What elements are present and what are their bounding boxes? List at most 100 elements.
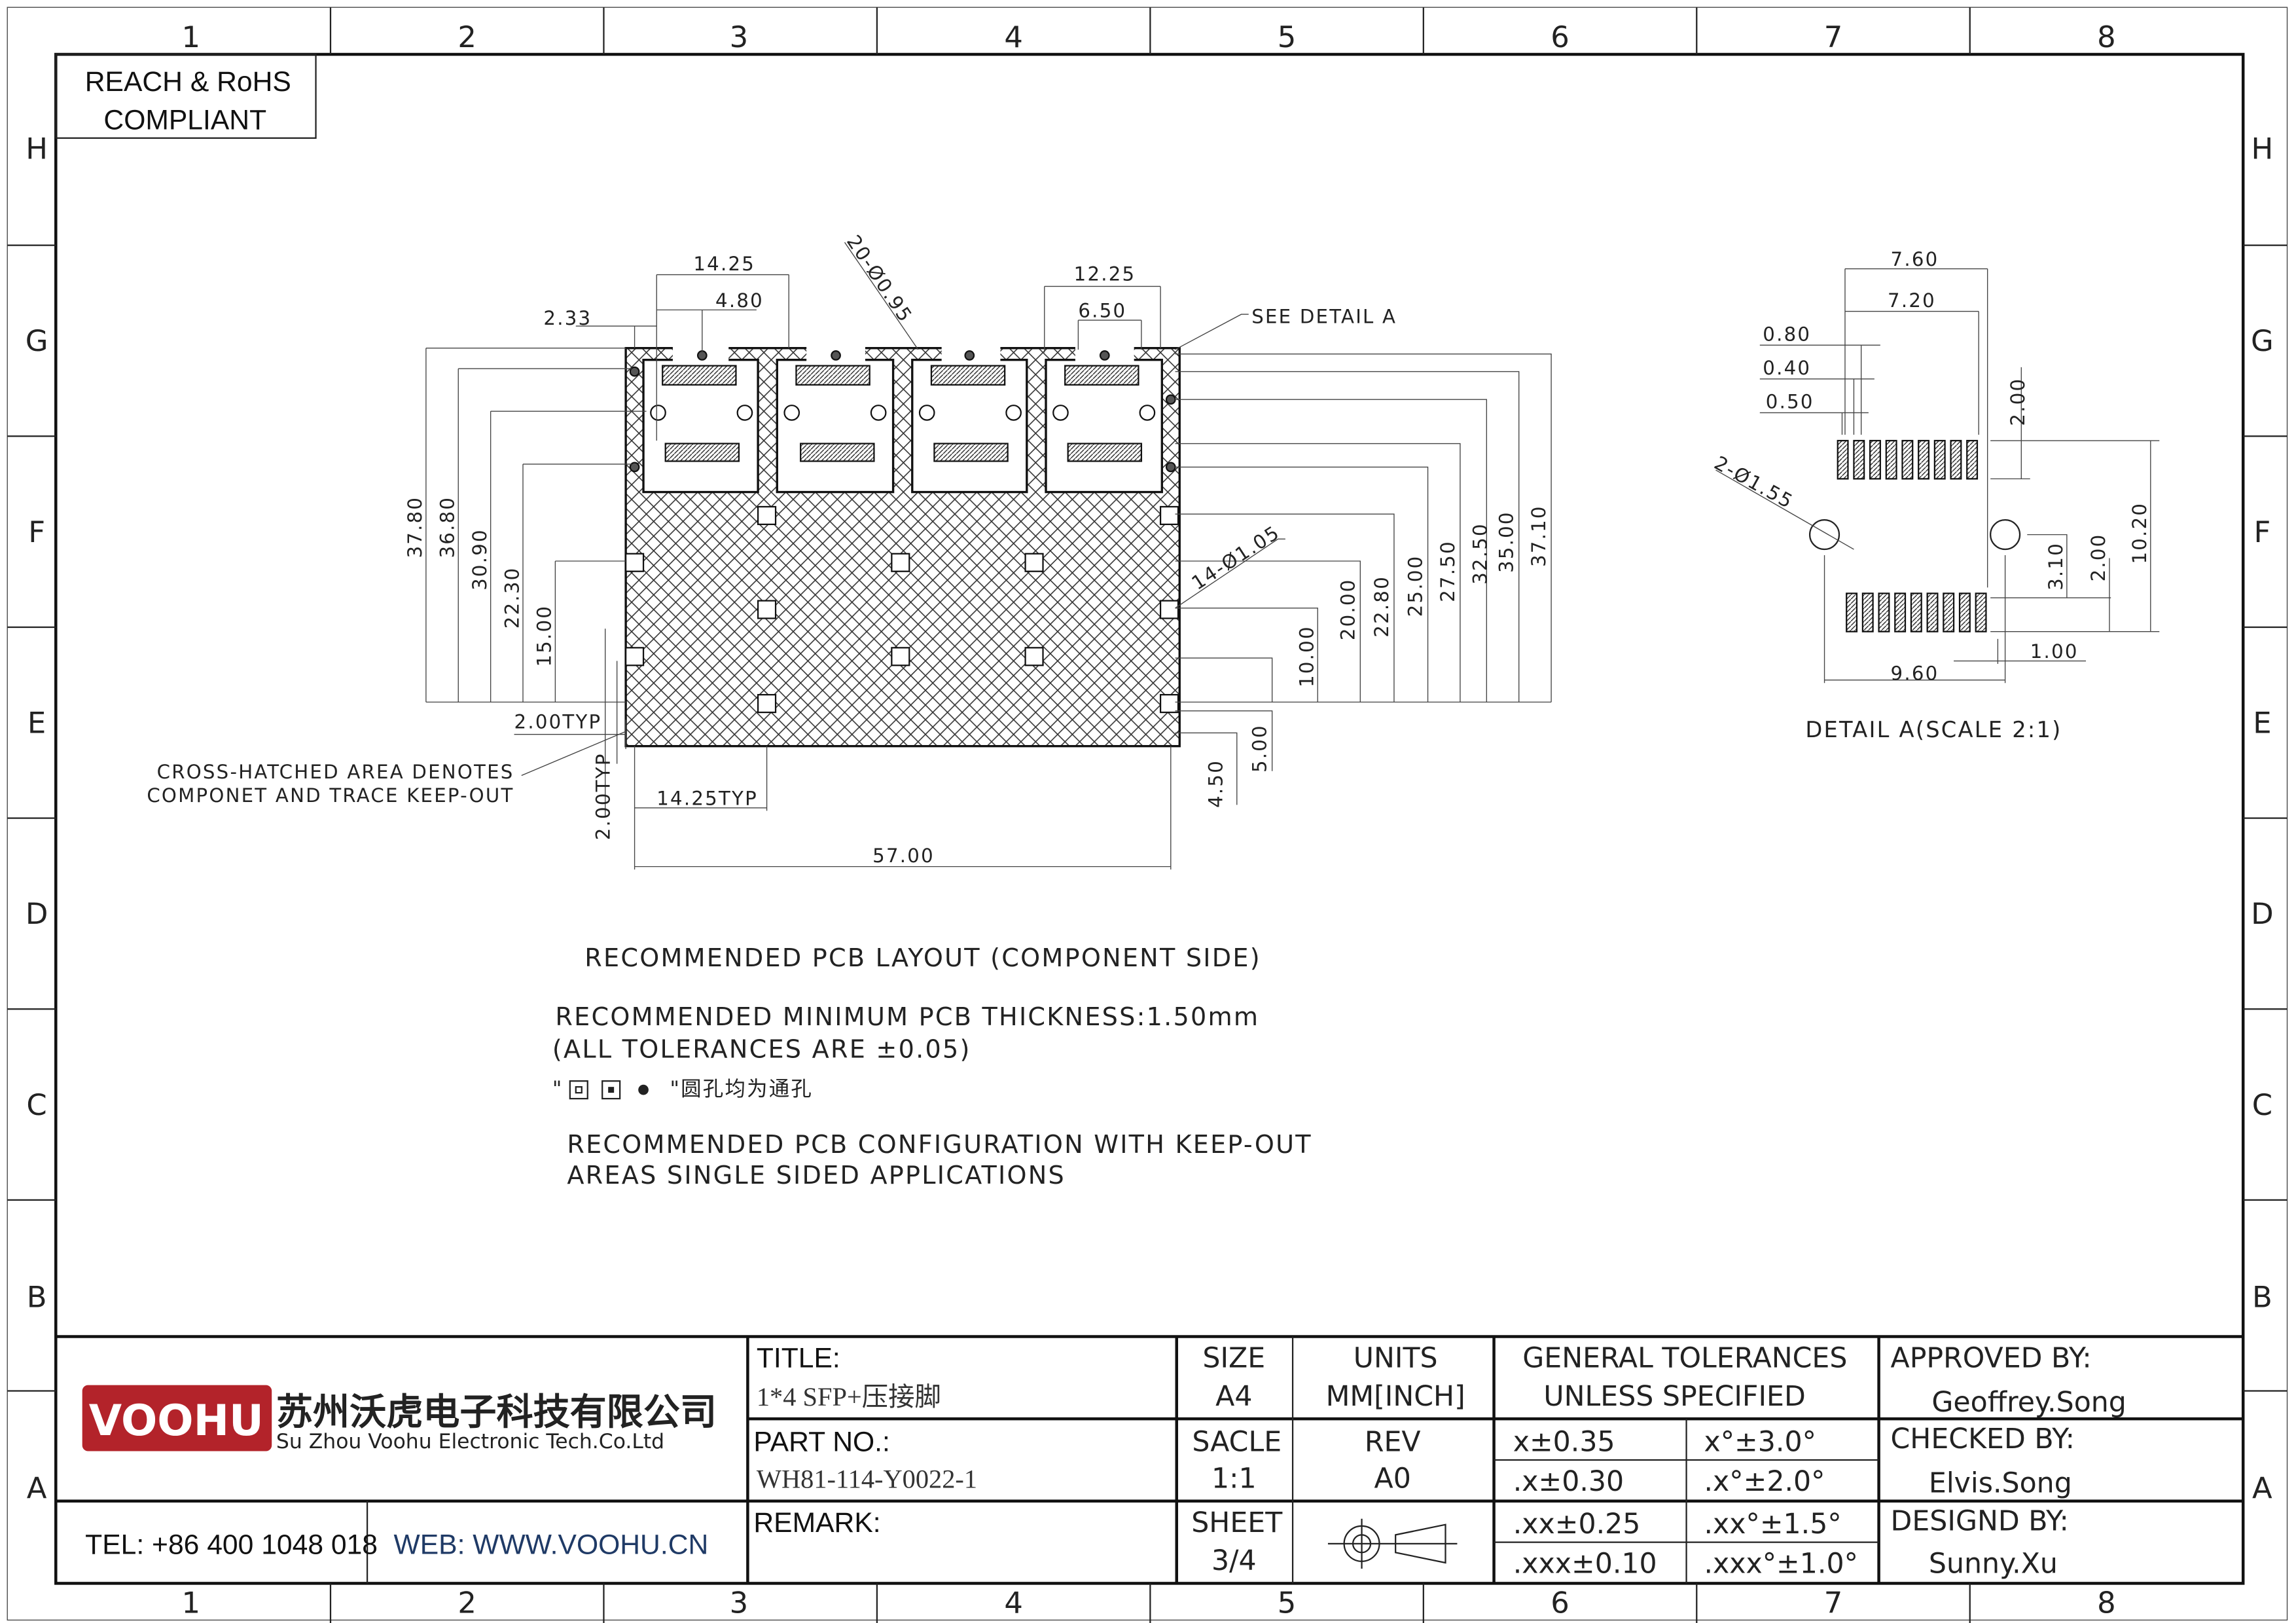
detail-dim: 0.80 bbox=[1763, 323, 1811, 345]
sheet-label: SHEET bbox=[1191, 1506, 1283, 1539]
zone-col-bottom: 5 bbox=[1278, 1585, 1297, 1620]
designed-value: Sunny.Xu bbox=[1929, 1548, 2058, 1580]
zone-col-bottom: 3 bbox=[730, 1585, 749, 1620]
zone-grid bbox=[7, 7, 2287, 1623]
part-label: PART NO.: bbox=[753, 1427, 889, 1458]
dim-right: 20.00 bbox=[1336, 578, 1359, 640]
zone-row-left: A bbox=[27, 1470, 47, 1505]
dim-4-50: 4.50 bbox=[1204, 759, 1227, 808]
projection-symbol-icon bbox=[1327, 1518, 1458, 1569]
dim-left: 15.00 bbox=[533, 605, 556, 667]
approved-value: Geoffrey.Song bbox=[1931, 1386, 2126, 1419]
remark-label: REMARK: bbox=[753, 1507, 880, 1539]
compliance-line2: COMPLIANT bbox=[103, 104, 266, 136]
tolerance-cell: .x±0.30 bbox=[1513, 1465, 1624, 1498]
rev-value: A0 bbox=[1374, 1463, 1411, 1495]
detail-dim: 3.10 bbox=[2045, 542, 2067, 591]
gt-line1: GENERAL TOLERANCES bbox=[1522, 1342, 1847, 1375]
web-link[interactable]: WEB: WWW.VOOHU.CN bbox=[393, 1529, 708, 1561]
dim-4-80: 4.80 bbox=[715, 289, 764, 312]
detail-dim: 0.50 bbox=[1766, 391, 1814, 413]
dim-left: 22.30 bbox=[501, 567, 523, 629]
compliance-line1: REACH & RoHS bbox=[85, 66, 291, 98]
dim-right: 32.50 bbox=[1469, 522, 1491, 585]
dim-right: 35.00 bbox=[1496, 511, 1518, 573]
detail-dim: 7.60 bbox=[1891, 248, 1939, 270]
tolerance-cell: .xx°±1.5° bbox=[1704, 1508, 1842, 1541]
scale-value: 1:1 bbox=[1211, 1463, 1257, 1495]
tolerance-cell: .xx±0.25 bbox=[1513, 1508, 1641, 1541]
dim-holes-105: 14-Ø1.05 bbox=[1187, 521, 1283, 594]
detail-hole-left bbox=[1808, 519, 1840, 551]
see-detail-a: SEE DETAIL A bbox=[1251, 306, 1397, 328]
thickness-note: RECOMMENDED MINIMUM PCB THICKNESS:1.50mm bbox=[555, 1002, 1259, 1031]
detail-a-caption: DETAIL A(SCALE 2:1) bbox=[1805, 717, 2062, 742]
units-value: MM[INCH] bbox=[1326, 1380, 1465, 1413]
detail-dim: 10.20 bbox=[2128, 502, 2151, 564]
square-pads bbox=[624, 505, 1179, 714]
detail-dim: 0.40 bbox=[1763, 357, 1811, 379]
filled-pad-symbol bbox=[601, 1080, 621, 1100]
size-value: A4 bbox=[1215, 1380, 1252, 1413]
zone-col-bottom: 2 bbox=[457, 1585, 476, 1620]
tolerance-cell: .xxx±0.10 bbox=[1513, 1548, 1657, 1580]
designed-label: DESIGND BY: bbox=[1891, 1505, 2069, 1538]
zone-col-top: 5 bbox=[1278, 20, 1297, 54]
dim-6-50: 6.50 bbox=[1078, 300, 1126, 322]
zone-col-bottom: 1 bbox=[181, 1585, 200, 1620]
zone-row-right: C bbox=[2252, 1087, 2272, 1122]
zone-col-bottom: 8 bbox=[2097, 1585, 2116, 1620]
press-fit-pads bbox=[662, 365, 1143, 462]
detail-dim: 2.00 bbox=[2087, 534, 2109, 582]
detail-a-view: 7.60 7.20 0.80 0.40 0.50 2-Ø1.55 2.00 3.… bbox=[1711, 248, 2160, 742]
detail-dim: 9.60 bbox=[1891, 663, 1939, 685]
detail-dim: 1.00 bbox=[2030, 640, 2079, 663]
filled-pad-symbol-inner bbox=[608, 1087, 615, 1093]
company-name-en: Su Zhou Voohu Electronic Tech.Co.Ltd bbox=[276, 1430, 664, 1453]
dim-2-33: 2.33 bbox=[543, 307, 592, 329]
zone-col-top: 2 bbox=[457, 20, 476, 54]
top-notches bbox=[672, 343, 1134, 365]
dim-14-25: 14.25 bbox=[693, 253, 755, 275]
square-pad-symbol bbox=[569, 1080, 588, 1100]
zone-col-top: 7 bbox=[1824, 20, 1843, 54]
zone-col-top: 4 bbox=[1004, 20, 1023, 54]
zone-col-bottom: 7 bbox=[1824, 1585, 1843, 1620]
dim-2-00typ-h: 2.00TYP bbox=[514, 711, 602, 733]
dim-left: 30.90 bbox=[469, 528, 491, 591]
gt-line2: UNLESS SPECIFIED bbox=[1543, 1380, 1805, 1413]
zone-row-right: D bbox=[2251, 896, 2274, 931]
dim-left: 37.80 bbox=[404, 496, 426, 558]
rev-label: REV bbox=[1365, 1426, 1421, 1459]
size-label: SIZE bbox=[1202, 1342, 1265, 1375]
zone-row-left: B bbox=[27, 1280, 47, 1315]
zone-labels: 1 2 3 4 5 6 7 8 1 2 3 4 5 6 7 8 H G F E … bbox=[26, 20, 2274, 1620]
units-label: UNITS bbox=[1354, 1342, 1438, 1375]
voohu-logo-text: VOOHU bbox=[89, 1396, 264, 1446]
zone-row-right: H bbox=[2251, 131, 2274, 166]
detail-dim: 7.20 bbox=[1888, 289, 1936, 312]
zone-col-top: 1 bbox=[181, 20, 200, 54]
zone-col-bottom: 6 bbox=[1551, 1585, 1570, 1620]
config-line2: AREAS SINGLE SIDED APPLICATIONS bbox=[567, 1161, 1066, 1190]
dim-2-00typ-v: 2.00TYP bbox=[592, 752, 614, 840]
zone-row-left: H bbox=[26, 131, 48, 166]
detail-hole-right bbox=[1990, 519, 2021, 551]
detail-dim: 2-Ø1.55 bbox=[1711, 452, 1798, 513]
zone-col-top: 3 bbox=[730, 20, 749, 54]
tolerance-cell: .xxx°±1.0° bbox=[1704, 1548, 1858, 1580]
zone-row-left: D bbox=[26, 896, 48, 931]
company-name-cn: 苏州沃虎电子科技有限公司 bbox=[276, 1391, 717, 1434]
through-hole-note: "圆孔均为通孔 bbox=[670, 1078, 813, 1101]
zone-row-left: G bbox=[26, 323, 48, 358]
zone-row-right: G bbox=[2251, 323, 2274, 358]
tolerance-cell: x°±3.0° bbox=[1704, 1426, 1816, 1459]
keepout-note-line1: CROSS-HATCHED AREA DENOTES bbox=[157, 761, 514, 783]
compliance-box bbox=[55, 53, 317, 139]
title-block: VOOHU 苏州沃虎电子科技有限公司 Su Zhou Voohu Electro… bbox=[56, 1335, 2244, 1584]
detail-dimension-labels: 7.60 7.20 0.80 0.40 0.50 2-Ø1.55 2.00 3.… bbox=[1711, 248, 2151, 742]
zone-col-top: 8 bbox=[2097, 20, 2116, 54]
dimension-lines bbox=[425, 242, 1552, 870]
keepout-note-line2: COMPONET AND TRACE KEEP-OUT bbox=[147, 784, 514, 807]
